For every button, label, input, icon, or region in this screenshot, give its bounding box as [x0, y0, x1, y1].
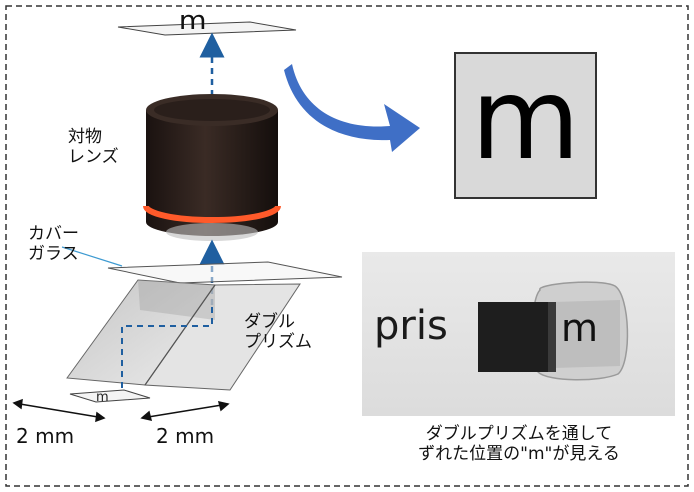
cover-glass: [107, 261, 343, 284]
dimension-left: [12, 398, 106, 423]
photo-text-m: m: [561, 306, 599, 350]
photo-text-pris: pris: [374, 303, 448, 349]
double-prism: [66, 279, 301, 391]
lens-orange-ring: [143, 205, 281, 223]
dimension-right: [140, 401, 230, 421]
sample-card-m: m: [96, 390, 109, 405]
cover-glass-leader: [61, 246, 123, 267]
objective-lens: [143, 94, 281, 241]
cover-glass-label: カバー ガラス: [28, 224, 79, 265]
photo-caption: ダブルプリズムを通して ずれた位置の"m"が見える: [418, 424, 620, 465]
dimension-right-label: 2 mm: [156, 424, 215, 448]
magnified-view-box: [454, 52, 597, 199]
blue-curved-arrow: [284, 64, 420, 152]
objective-lens-label: 対物 レンズ: [68, 127, 119, 168]
double-prism-label: ダブル プリズム: [244, 312, 312, 353]
magnified-letter: m: [470, 54, 581, 185]
top-image-card: [117, 21, 297, 36]
dashed-border: [5, 5, 689, 487]
photo-black-square: [478, 302, 548, 372]
sample-card: [69, 389, 151, 403]
top-card-letter: m: [178, 6, 207, 36]
dimension-left-label: 2 mm: [16, 424, 75, 448]
